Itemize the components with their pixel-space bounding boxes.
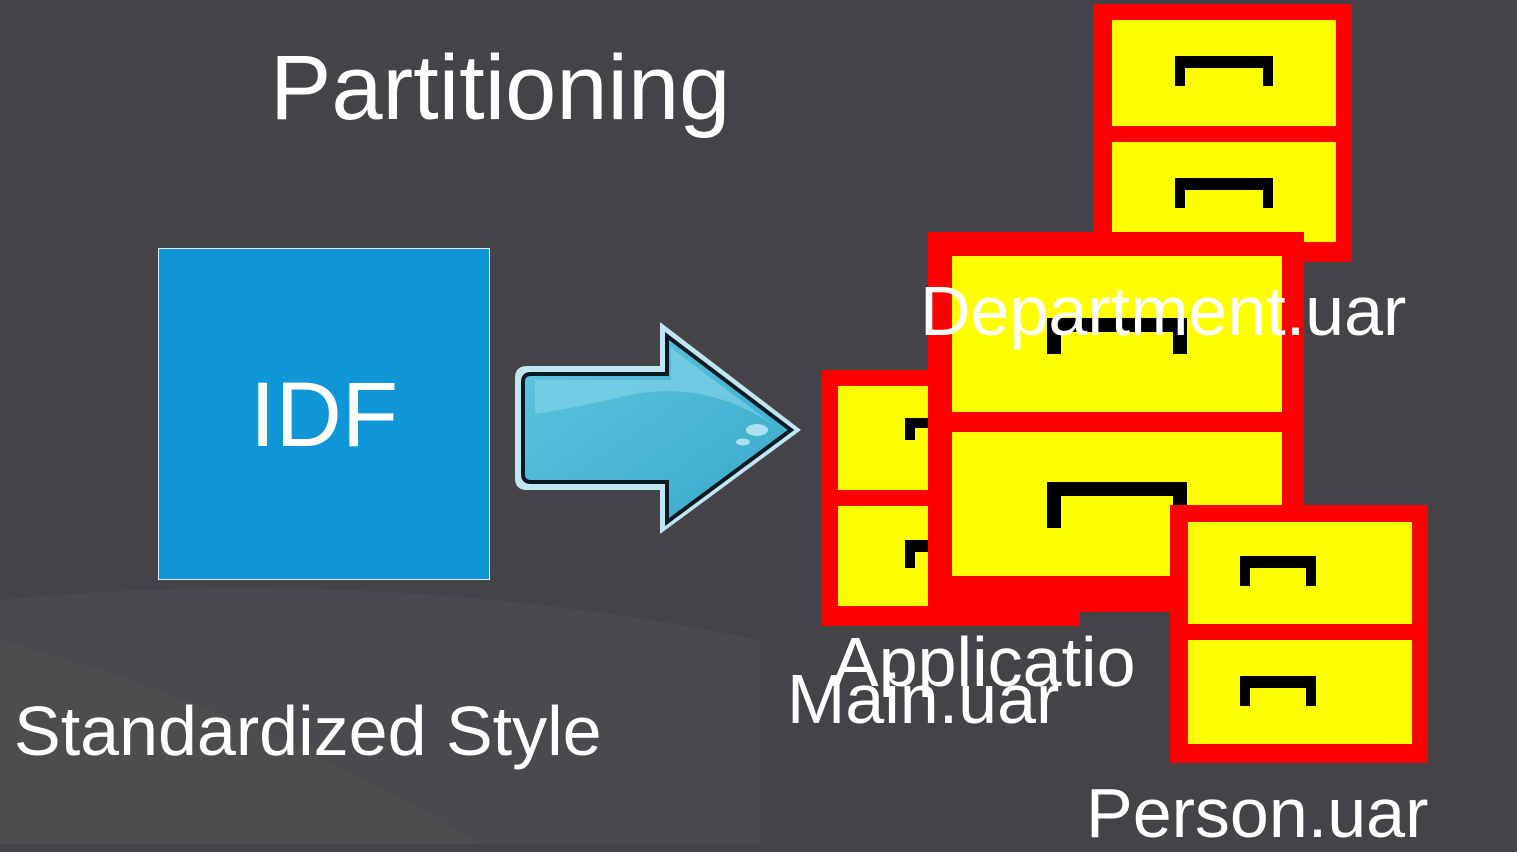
caption-standardized-style: Standardized Style (14, 692, 602, 770)
file-label-main: Main.uar (787, 660, 1060, 738)
idf-box: IDF (158, 248, 490, 580)
file-cabinet-icon (1094, 4, 1352, 262)
right-arrow-icon (515, 322, 801, 534)
file-cabinet-icon (1170, 505, 1428, 763)
file-label-department: Department.uar (920, 272, 1407, 350)
idf-label: IDF (249, 364, 399, 466)
file-label-application: Applicatio (832, 627, 1136, 697)
file-label-person: Person.uar (1086, 774, 1429, 852)
slide-title: Partitioning (270, 37, 731, 139)
